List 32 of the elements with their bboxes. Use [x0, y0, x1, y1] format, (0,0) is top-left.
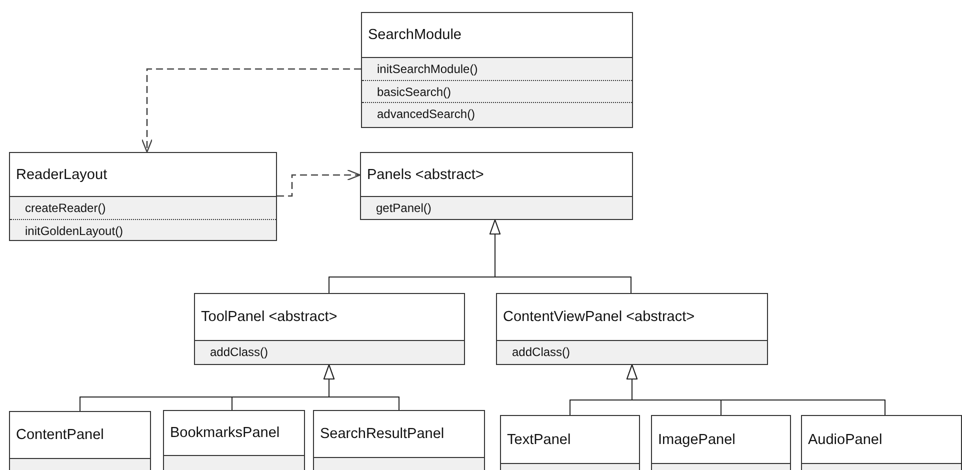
dependency-arrow	[277, 169, 361, 197]
method-name: advancedSearch()	[377, 106, 476, 120]
inheritance-arrow	[490, 220, 632, 294]
class-box	[9, 152, 277, 241]
class-box	[496, 293, 768, 365]
class-name: ContentViewPanel <abstract>	[503, 309, 695, 325]
class-box	[360, 152, 633, 220]
class-name: BookmarksPanel	[170, 425, 280, 441]
class-name: ImagePanel	[658, 432, 736, 448]
class-box	[9, 411, 151, 470]
class-name: AudioPanel	[808, 432, 882, 448]
class-box	[313, 410, 485, 470]
method-name: addClass()	[512, 345, 570, 359]
inheritance-arrow	[626, 364, 886, 416]
class-name: SearchResultPanel	[320, 426, 444, 442]
method-name: initSearchModule()	[377, 62, 478, 76]
inheritance-arrow	[324, 364, 400, 410]
class-box	[163, 410, 305, 470]
class-name: SearchModule	[368, 27, 462, 43]
dependency-arrow	[141, 68, 361, 153]
method-name: createReader()	[25, 201, 106, 215]
class-box	[361, 12, 633, 128]
class-name: ReaderLayout	[16, 166, 108, 182]
class-name: ContentPanel	[16, 427, 104, 443]
method-name: initGoldenLayout()	[25, 224, 124, 238]
method-name: addClass()	[210, 345, 268, 359]
method-name: basicSearch()	[377, 84, 452, 98]
class-name: Panels <abstract>	[367, 166, 484, 182]
class-box	[194, 293, 465, 365]
method-name: getPanel()	[376, 201, 432, 215]
class-name: TextPanel	[507, 432, 571, 448]
class-name: ToolPanel <abstract>	[201, 309, 338, 325]
